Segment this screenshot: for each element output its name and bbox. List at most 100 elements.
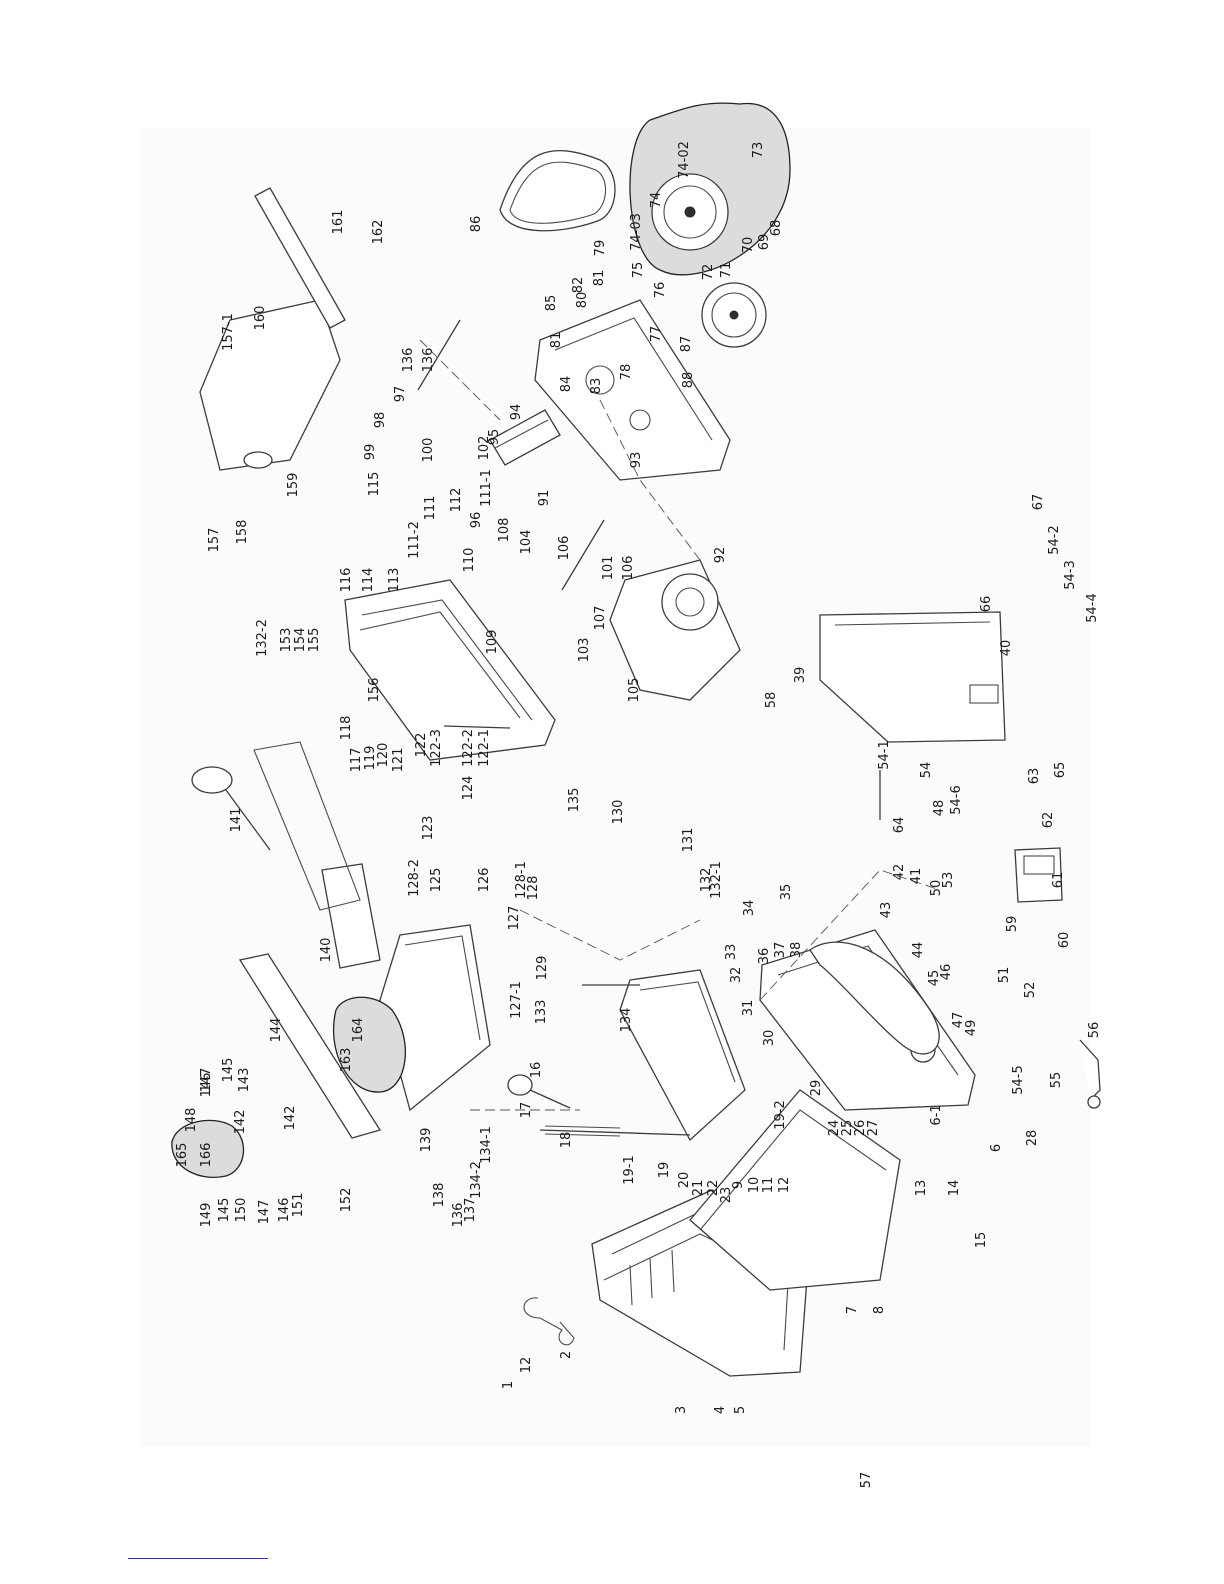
callout-44: 44	[911, 942, 926, 959]
callout-106: 106	[621, 556, 636, 581]
wrench-part-2	[523, 1297, 575, 1346]
callout-52: 52	[1023, 982, 1038, 999]
callout-149: 149	[199, 1203, 214, 1228]
callout-150: 150	[234, 1198, 249, 1223]
callout-2: 2	[559, 1351, 574, 1359]
callout-60: 60	[1057, 932, 1072, 949]
callout-17: 17	[519, 1102, 534, 1119]
callout-46: 46	[939, 964, 954, 981]
callout-47: 47	[951, 1012, 966, 1029]
callout-34: 34	[742, 900, 757, 917]
callout-22: 22	[706, 1180, 721, 1197]
callout-122: 122	[414, 733, 429, 758]
callout-108: 108	[497, 518, 512, 543]
callout-65: 65	[1053, 762, 1068, 779]
assembly-line	[599, 399, 701, 561]
callout-154: 154	[293, 628, 308, 653]
callout-35: 35	[779, 884, 794, 901]
callout-96: 96	[469, 512, 484, 529]
rod-part-97	[417, 319, 461, 391]
callout-54-1: 54-1	[877, 740, 892, 770]
callout-152: 152	[339, 1188, 354, 1213]
callout-136: 136	[451, 1203, 466, 1228]
cover-plate-part-118	[253, 741, 361, 911]
callout-43: 43	[879, 902, 894, 919]
callout-3: 3	[674, 1406, 689, 1414]
callout-12: 12	[777, 1177, 792, 1194]
rod-part-105	[561, 519, 605, 591]
motor-part-92	[609, 559, 741, 701]
callout-164: 164	[351, 1018, 366, 1043]
callout-94: 94	[509, 404, 524, 421]
callout-11: 11	[761, 1177, 776, 1194]
callout-131: 131	[681, 828, 696, 853]
callout-48: 48	[932, 800, 947, 817]
callout-101: 101	[601, 556, 616, 581]
assembly-line	[419, 339, 501, 421]
callout-61: 61	[1051, 872, 1066, 889]
callout-121: 121	[391, 748, 406, 773]
callout-116: 116	[339, 568, 354, 593]
callout-111-1: 111-1	[479, 469, 494, 507]
callout-33: 33	[724, 944, 739, 961]
callout-153: 153	[279, 628, 294, 653]
callout-40: 40	[999, 640, 1014, 657]
callout-115: 115	[367, 472, 382, 497]
callout-79: 79	[593, 240, 608, 257]
callout-128-1: 128-1	[514, 861, 529, 899]
callout-134-1: 134-1	[479, 1126, 494, 1164]
callout-56: 56	[1087, 1022, 1102, 1039]
callout-127: 127	[507, 906, 522, 931]
callout-133: 133	[534, 1000, 549, 1025]
callout-156: 156	[367, 678, 382, 703]
callout-145: 145	[221, 1058, 236, 1083]
callout-135: 135	[567, 788, 582, 813]
callout-148: 148	[184, 1108, 199, 1133]
cross-bar-part-7	[689, 1089, 901, 1291]
dust-hood-part-157	[199, 299, 341, 471]
callout-105: 105	[627, 678, 642, 703]
callout-162: 162	[371, 220, 386, 245]
callout-54-5: 54-5	[1011, 1065, 1026, 1095]
callout-132: 132	[699, 868, 714, 893]
callout-45: 45	[927, 970, 942, 987]
callout-118: 118	[339, 716, 354, 741]
callout-146: 146	[199, 1073, 214, 1098]
callout-102: 102	[477, 436, 492, 461]
fence-rail-part-152	[238, 953, 382, 1139]
callout-38: 38	[789, 942, 804, 959]
callout-62: 62	[1041, 812, 1056, 829]
callout-129: 129	[535, 956, 550, 981]
callout-161: 161	[331, 210, 346, 235]
callout-136: 136	[421, 348, 436, 373]
callout-76: 76	[653, 282, 668, 299]
depth-knob-part-141	[191, 766, 271, 851]
callout-5: 5	[733, 1406, 748, 1414]
callout-119: 119	[363, 746, 378, 771]
callout-142: 142	[233, 1110, 248, 1135]
callout-19-2: 19-2	[773, 1100, 788, 1130]
callout-144: 144	[269, 1018, 284, 1043]
callout-80: 80	[575, 292, 590, 309]
callout-63: 63	[1027, 768, 1042, 785]
callout-123: 123	[421, 816, 436, 841]
callout-69: 69	[757, 234, 772, 251]
callout-109: 109	[485, 630, 500, 655]
callout-82: 82	[571, 277, 586, 294]
callout-50: 50	[929, 880, 944, 897]
callout-155: 155	[307, 628, 322, 653]
callout-87: 87	[679, 336, 694, 353]
callout-91: 91	[537, 490, 552, 507]
callout-137: 137	[463, 1198, 478, 1223]
callout-125: 125	[429, 868, 444, 893]
callout-145: 145	[217, 1198, 232, 1223]
callout-74-03: 74-03	[629, 213, 644, 251]
callout-98: 98	[373, 412, 388, 429]
callout-139: 139	[419, 1128, 434, 1153]
callout-14: 14	[947, 1180, 962, 1197]
callout-78: 78	[619, 364, 634, 381]
callout-157: 157	[207, 528, 222, 553]
callout-21: 21	[691, 1180, 706, 1197]
callout-55: 55	[1049, 1072, 1064, 1089]
chip-deflector-part-161	[254, 187, 346, 329]
